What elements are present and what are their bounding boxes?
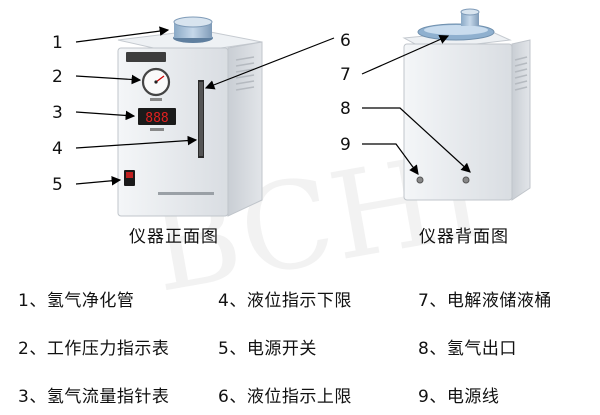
purifier-cap-top: [173, 16, 213, 28]
callout-5: 5: [52, 175, 63, 195]
callout-9: 9: [340, 135, 351, 155]
back-side-face: [511, 39, 531, 201]
flow-display: [138, 108, 176, 125]
front-view-caption: 仪器正面图: [129, 227, 219, 247]
legend-item: 7、电解液储液桶: [418, 291, 552, 311]
arrow-6: [204, 37, 335, 90]
callout-2: 2: [52, 67, 63, 87]
arrow-4: [75, 135, 198, 149]
callout-6: 6: [340, 31, 351, 51]
display-label: [150, 128, 164, 131]
legend-item: 1、氢气净化管: [18, 291, 135, 311]
legend-item: 3、氢气流量指针表: [18, 387, 170, 407]
back-view: [402, 8, 531, 201]
back-vents: [514, 56, 528, 91]
legend-item: 6、液位指示上限: [218, 387, 352, 407]
front-side-face: [227, 41, 263, 217]
reservoir-cap: [461, 12, 479, 26]
callout-arrows: [75, 26, 471, 186]
callout-1: 1: [52, 33, 63, 53]
arrow-9: [362, 143, 419, 175]
back-view-caption: 仪器背面图: [419, 227, 509, 247]
arrow-5: [75, 175, 122, 186]
arrow-8: [362, 107, 471, 173]
flow-display-digits: 888: [145, 111, 168, 126]
legend-item: 5、电源开关: [218, 339, 317, 359]
front-face: [117, 47, 229, 217]
arrow-3: [75, 110, 136, 121]
legend-item: 2、工作压力指示表: [18, 339, 170, 359]
hydrogen-outlet: [462, 176, 470, 184]
legend-item: 4、液位指示下限: [218, 291, 352, 311]
callout-8: 8: [340, 99, 351, 119]
legend-item: 8、氢气出口: [418, 339, 517, 359]
arrow-7: [361, 35, 450, 75]
manufacturer-label: [158, 192, 214, 195]
callout-7: 7: [340, 65, 351, 85]
power-cord-port: [416, 176, 424, 184]
arrow-1: [75, 26, 170, 43]
callout-4: 4: [52, 139, 63, 159]
brand-logo: [126, 52, 166, 62]
gauge-label: [150, 98, 162, 101]
legend-item: 9、电源线: [418, 387, 500, 407]
front-view: 888: [117, 16, 263, 217]
side-vents: [235, 56, 255, 91]
callout-3: 3: [52, 103, 63, 123]
arrow-2: [75, 74, 142, 85]
